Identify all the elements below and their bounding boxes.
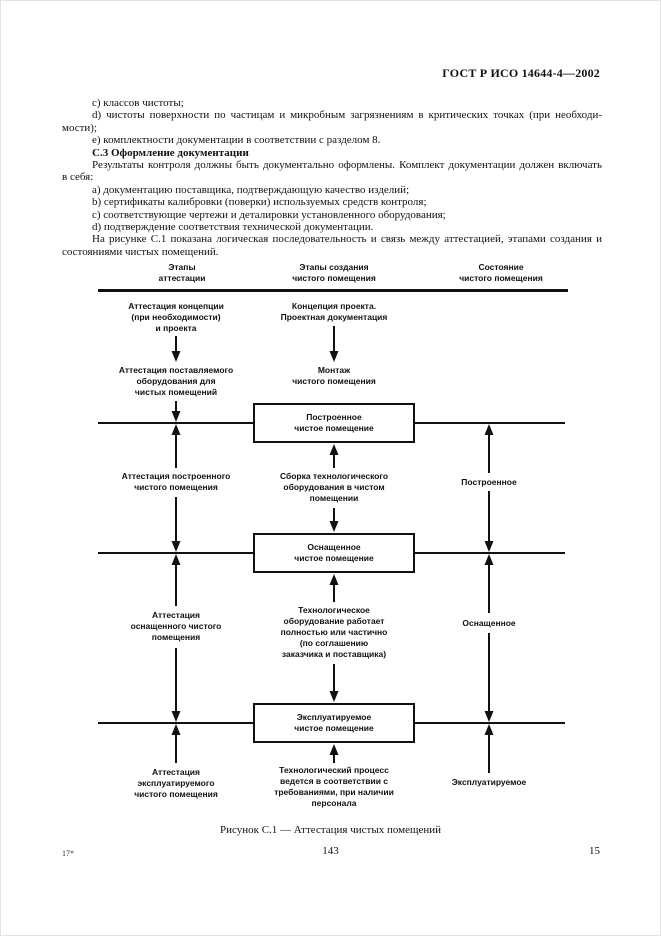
- body-line: Результаты контроля должны быть документ…: [92, 159, 602, 172]
- page-number-right: 15: [589, 845, 600, 857]
- creation-step-concept: Концепция проекта. Проектная документаци…: [280, 301, 388, 322]
- column-header-creation: Этапы создания чистого помещения: [292, 262, 376, 283]
- column-header-attestation: Этапы аттестации: [158, 262, 206, 283]
- attestation-step-operational: Аттестация эксплуатируемого чистого поме…: [134, 767, 218, 799]
- state-box-built: Построенное чистое помещение: [253, 403, 415, 443]
- state-label-built: Построенное: [461, 477, 517, 487]
- body-line: c) классов чистоты;: [92, 97, 184, 109]
- body-line: На рисунке С.1 показана логическая после…: [92, 233, 602, 246]
- creation-step-equipment-operating: Технологическое оборудование работает по…: [280, 605, 388, 659]
- creation-step-assembly: Сборка технологического оборудования в ч…: [279, 471, 389, 503]
- body-line: мости);: [62, 121, 98, 134]
- attestation-step-built: Аттестация построенного чистого помещени…: [121, 471, 231, 492]
- body-line: в себя:: [62, 171, 94, 184]
- state-label-operational: Эксплуатируемое: [451, 777, 527, 787]
- state-box-equipped: Оснащенное чистое помещение: [253, 533, 415, 573]
- body-text-block: c) классов чистоты; d) чистоты поверхнос…: [62, 97, 602, 258]
- body-line: d) подтверждение соответствия техническо…: [92, 221, 374, 234]
- body-line: состояниями чистых помещений.: [62, 245, 219, 258]
- figure-caption: Рисунок С.1 — Аттестация чистых помещени…: [219, 824, 442, 836]
- section-heading: С.3 Оформление документации: [92, 146, 249, 159]
- body-line: a) документацию поставщика, подтверждающ…: [92, 183, 410, 196]
- body-line: d) чистоты поверхности по частицам и мик…: [92, 109, 602, 122]
- print-signature: 17*: [62, 849, 74, 858]
- body-line: e) комплектности документации в соответс…: [92, 134, 381, 147]
- attestation-step-equipped: Аттестация оснащенного чистого помещения: [130, 610, 222, 642]
- creation-step-process-running: Технологический процесс ведется в соотве…: [274, 765, 394, 808]
- state-label-equipped: Оснащенное: [462, 618, 516, 628]
- standard-code-header: ГОСТ Р ИСО 14644-4—2002: [442, 66, 600, 80]
- column-header-state: Состояние чистого помещения: [459, 262, 543, 283]
- body-line: c) соответствующие чертежи и деталировки…: [92, 208, 446, 221]
- body-line: b) сертификаты калибровки (поверки) испо…: [92, 196, 427, 209]
- attestation-step-supplied-equipment: Аттестация поставляемого оборудования дл…: [118, 365, 234, 397]
- page-number-center: 143: [322, 845, 339, 857]
- attestation-step-concept: Аттестация концепции (при необходимости)…: [128, 301, 224, 333]
- creation-step-installation: Монтаж чистого помещения: [292, 365, 376, 386]
- state-box-operational: Эксплуатируемое чистое помещение: [253, 703, 415, 743]
